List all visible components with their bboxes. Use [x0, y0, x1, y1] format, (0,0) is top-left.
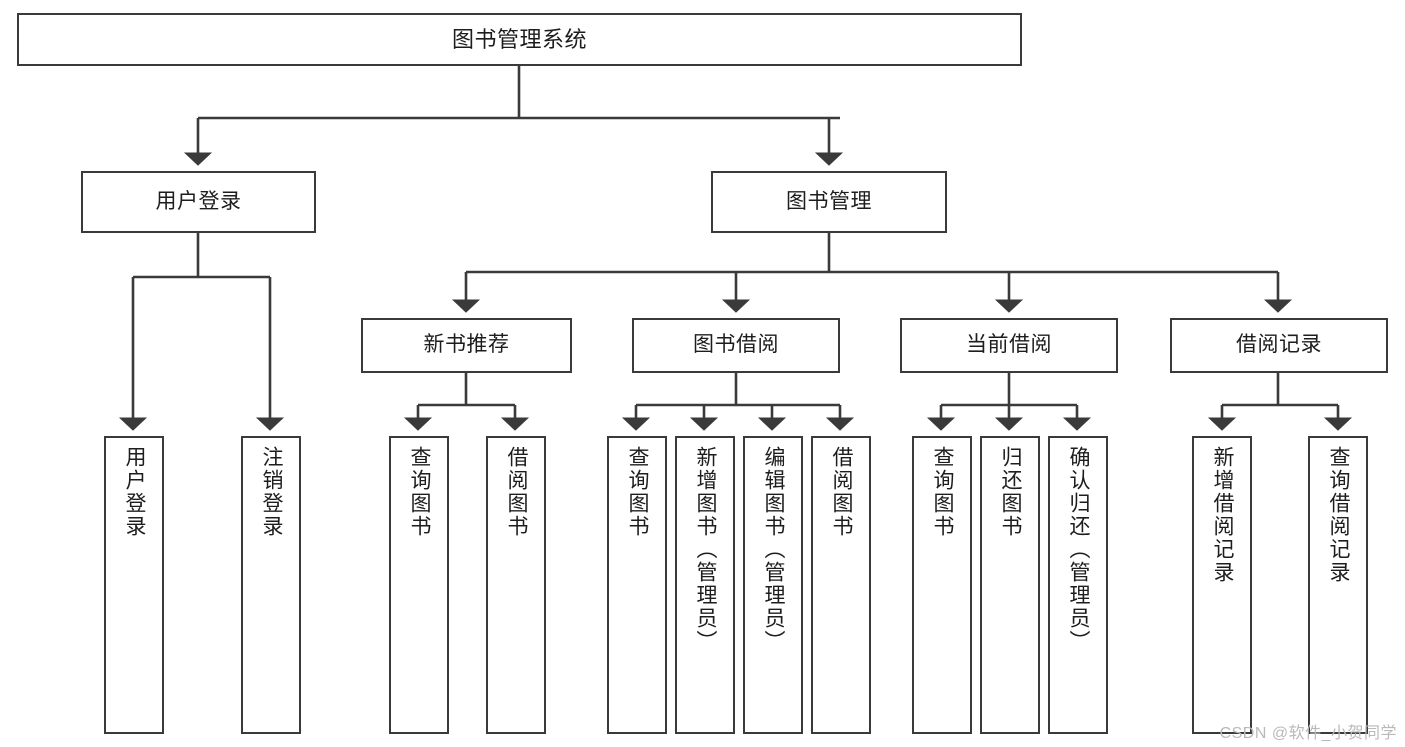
node-new-book-rec[interactable]: 新书推荐	[361, 318, 572, 373]
node-book-borrow-label: 图书借阅	[693, 333, 779, 357]
node-leaf-query-book-1[interactable]: 查询图书	[389, 436, 449, 734]
node-user-login-label: 用户登录	[155, 189, 242, 213]
node-leaf-logout-login-label: 注销登录	[260, 446, 284, 538]
node-leaf-query-book-1-label: 查询图书	[408, 446, 432, 538]
node-borrow-record[interactable]: 借阅记录	[1170, 318, 1388, 373]
node-leaf-add-record-label: 新增借阅记录	[1211, 446, 1235, 584]
node-leaf-add-book-label: 新增图书（管理员）	[694, 446, 718, 653]
node-leaf-confirm-return[interactable]: 确认归还（管理员）	[1048, 436, 1108, 734]
node-book-manage[interactable]: 图书管理	[711, 171, 947, 233]
node-leaf-borrow-book-2-label: 借阅图书	[830, 446, 854, 538]
node-leaf-query-book-3[interactable]: 查询图书	[912, 436, 972, 734]
node-leaf-user-login[interactable]: 用户登录	[104, 436, 164, 734]
node-current-borrow-label: 当前借阅	[966, 333, 1052, 357]
node-leaf-borrow-book-1-label: 借阅图书	[505, 446, 529, 538]
node-current-borrow[interactable]: 当前借阅	[900, 318, 1118, 373]
node-leaf-add-record[interactable]: 新增借阅记录	[1192, 436, 1252, 734]
node-book-manage-label: 图书管理	[786, 189, 872, 213]
node-leaf-logout-login[interactable]: 注销登录	[241, 436, 301, 734]
node-leaf-edit-book-label: 编辑图书（管理员）	[762, 446, 786, 653]
node-leaf-edit-book[interactable]: 编辑图书（管理员）	[743, 436, 803, 734]
node-leaf-add-book[interactable]: 新增图书（管理员）	[675, 436, 735, 734]
node-leaf-query-book-2[interactable]: 查询图书	[607, 436, 667, 734]
node-root[interactable]: 图书管理系统	[17, 13, 1022, 66]
node-leaf-query-record[interactable]: 查询借阅记录	[1308, 436, 1368, 734]
node-leaf-user-login-label: 用户登录	[123, 446, 147, 538]
node-leaf-query-book-3-label: 查询图书	[931, 446, 955, 538]
node-leaf-query-book-2-label: 查询图书	[626, 446, 650, 538]
node-leaf-query-record-label: 查询借阅记录	[1327, 446, 1351, 584]
node-leaf-confirm-return-label: 确认归还（管理员）	[1067, 446, 1091, 653]
node-leaf-return-book-label: 归还图书	[999, 446, 1023, 538]
node-borrow-record-label: 借阅记录	[1236, 333, 1322, 357]
node-leaf-borrow-book-1[interactable]: 借阅图书	[486, 436, 546, 734]
node-new-book-rec-label: 新书推荐	[423, 333, 510, 357]
node-book-borrow[interactable]: 图书借阅	[632, 318, 840, 373]
node-leaf-return-book[interactable]: 归还图书	[980, 436, 1040, 734]
csdn-watermark: CSDN @软件_小贺同学	[1219, 725, 1397, 742]
node-root-label: 图书管理系统	[451, 26, 587, 52]
node-user-login[interactable]: 用户登录	[81, 171, 316, 233]
node-leaf-borrow-book-2[interactable]: 借阅图书	[811, 436, 871, 734]
